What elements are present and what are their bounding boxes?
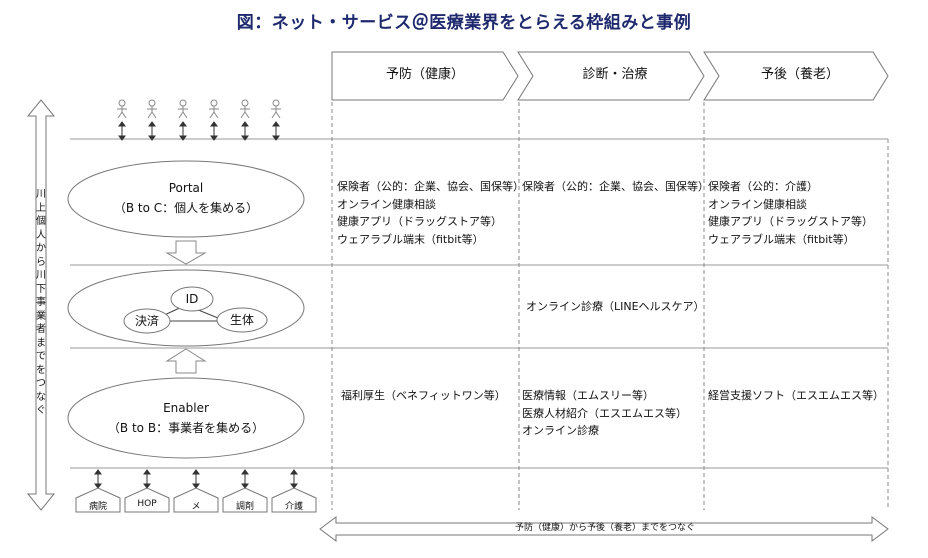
- left-double-arrow: [26, 99, 56, 511]
- provider-houses: [75, 487, 317, 513]
- portal-label: Portal （B to C：個人を集める）: [70, 178, 302, 218]
- cell-line: 医療情報（エムスリー等）: [522, 389, 654, 402]
- cell-line: 経営支援ソフト（エスエムエス等）: [708, 389, 884, 402]
- column-chevron: [331, 51, 519, 101]
- bottom-arrow-label: 予防（健康）から予後（養老）までをつなぐ: [514, 523, 695, 533]
- enabler-aftercare-cell: 経営支援ソフト（エスエムエス等）: [708, 387, 884, 405]
- provider-pharmacy: 調剤: [235, 502, 254, 512]
- enabler-diagnosis-cell: 医療情報（エムスリー等） 医療人材紹介（エスエムエス等） オンライン診療: [522, 387, 687, 440]
- hub-diagnosis-cell: オンライン診療（LINEヘルスケア）: [526, 298, 705, 316]
- enabler-name: Enabler: [163, 401, 209, 415]
- portal-diagnosis-cell: 保険者（公的：企業、協会、国保等）: [522, 178, 709, 196]
- column-chevron: [517, 51, 705, 101]
- enabler-prevention-cell: 福利厚生（ベネフィットワン等）: [341, 387, 506, 405]
- provider-maker: メ: [191, 502, 201, 512]
- down-arrow: [165, 240, 207, 265]
- column-header-aftercare: 予後（養老）: [760, 67, 839, 82]
- portal-aftercare-cell: 保険者（公的：介護） オンライン健康相談 健康アプリ（ドラッグストア等） ウェア…: [708, 178, 873, 248]
- portal-prevention-cell: 保険者（公的：企業、協会、国保等） オンライン健康相談 健康アプリ（ドラッグスト…: [337, 178, 524, 248]
- column-chevron: [703, 51, 889, 101]
- cell-line: ウェアラブル端末（fitbit等）: [337, 232, 484, 246]
- column-header-prevention: 予防（健康）: [385, 67, 464, 82]
- person-icons: [117, 99, 281, 119]
- hub-node-payment: [123, 308, 171, 334]
- cell-line: ウェアラブル端末（fitbit等）: [708, 232, 855, 246]
- cell-line: オンライン健康相談: [708, 197, 807, 211]
- column-header-diagnosis: 診断・治療: [582, 67, 648, 82]
- hub-node-bio: [216, 307, 268, 333]
- cell-line: オンライン健康相談: [337, 197, 436, 211]
- person-link-arrows: [118, 121, 280, 141]
- cell-line: 保険者（公的：介護）: [708, 180, 818, 193]
- up-arrow: [165, 348, 207, 374]
- cell-line: 保険者（公的：企業、協会、国保等）: [337, 180, 524, 193]
- left-arrow-label: 川上個人から川下事業者までをつなぐ: [36, 189, 46, 416]
- portal-sub: （B to C：個人を集める）: [113, 201, 259, 215]
- hub-payment-label: 決済: [134, 314, 159, 328]
- bottom-double-arrow: [319, 516, 889, 542]
- portal-name: Portal: [168, 181, 204, 195]
- cell-line: 健康アプリ（ドラッグストア等）: [708, 215, 873, 228]
- portal-ellipse: [67, 160, 305, 238]
- cell-line: 保険者（公的：企業、協会、国保等）: [522, 180, 709, 193]
- hub-id-label: ID: [185, 292, 199, 306]
- cell-line: オンライン診療: [522, 424, 599, 437]
- page-title: 図：ネット・サービス＠医療業界をとらえる枠組みと事例: [236, 13, 692, 33]
- enabler-label: Enabler （B to B：事業者を集める）: [70, 398, 302, 438]
- provider-hospital: 病院: [88, 502, 107, 512]
- cell-line: オンライン診療（LINEヘルスケア）: [526, 300, 705, 313]
- cell-line: 福利厚生（ベネフィットワン等）: [341, 389, 506, 402]
- cell-line: 健康アプリ（ドラッグストア等）: [337, 215, 502, 228]
- cell-line: 医療人材紹介（エスエムエス等）: [522, 406, 687, 420]
- provider-care: 介護: [284, 502, 303, 512]
- hub-bio-label: 生体: [229, 313, 254, 327]
- provider-link-arrows: [94, 469, 298, 489]
- provider-hop: HOP: [137, 499, 157, 509]
- enabler-sub: （B to B：事業者を集める）: [107, 421, 265, 435]
- enabler-ellipse: [67, 377, 305, 459]
- hub-node-id: [170, 286, 214, 312]
